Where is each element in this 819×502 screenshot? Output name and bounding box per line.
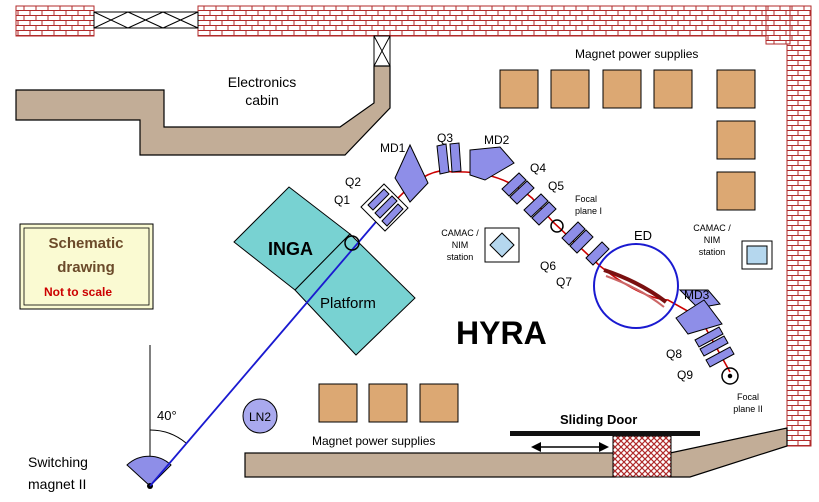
camac-stations [484, 227, 773, 270]
switching-magnet-label: magnet II [28, 476, 86, 492]
ln2-label: LN2 [249, 410, 271, 424]
electronics-cabin-label: Electronics [228, 74, 296, 90]
camac-left-label: NIM [452, 240, 469, 250]
magnet-ps-bottom-label: Magnet power supplies [312, 434, 435, 448]
switching-magnet [126, 345, 187, 489]
magnet-ps-top-label: Magnet power supplies [575, 47, 698, 61]
md1-label: MD1 [380, 141, 406, 155]
magnet-power-supplies-top [499, 69, 756, 211]
camac-right-label: CAMAC / [693, 223, 731, 233]
q1-label: Q1 [334, 193, 350, 207]
q4-label: Q4 [530, 161, 546, 175]
md2-label: MD2 [484, 133, 510, 147]
q6-label: Q6 [540, 259, 556, 273]
q3-label: Q3 [437, 131, 453, 145]
wall-openings [93, 11, 391, 67]
electrostatic-deflector [593, 243, 679, 329]
camac-right-label: station [699, 247, 726, 257]
q9-label: Q9 [677, 368, 693, 382]
schematic-title: drawing [57, 259, 115, 276]
camac-left-label: station [447, 252, 474, 262]
magnet-power-supplies-bottom [318, 383, 459, 423]
angle-label: 40° [157, 408, 177, 423]
focal-plane-1-label: Focal [575, 194, 597, 204]
ln2-dewar [242, 398, 278, 434]
inga-label: INGA [268, 239, 313, 259]
electronics-cabin-label: cabin [245, 92, 278, 108]
focal-markers [344, 219, 739, 385]
switching-magnet-label: Switching [28, 454, 88, 470]
focal-plane-1-label: plane I [575, 206, 602, 216]
camac-left-label: CAMAC / [441, 228, 479, 238]
md3-label: MD3 [684, 288, 710, 302]
q7-label: Q7 [556, 275, 572, 289]
sliding-door-label: Sliding Door [560, 412, 637, 427]
schematic-box [19, 223, 154, 310]
electronics-cabin-wall [15, 65, 391, 156]
inga-platform [233, 186, 416, 356]
building-walls [15, 5, 812, 447]
sliding-door [510, 431, 700, 452]
q8-label: Q8 [666, 347, 682, 361]
not-to-scale-label: Not to scale [44, 285, 112, 299]
bottom-concrete-wall [244, 427, 788, 478]
ed-label: ED [634, 228, 652, 243]
focal-plane-2-label: Focal [737, 392, 759, 402]
camac-right-label: NIM [704, 235, 721, 245]
hyra-label: HYRA [456, 315, 547, 351]
platform-label: Platform [320, 295, 376, 312]
magnet-elements [360, 142, 735, 368]
q5-label: Q5 [548, 179, 564, 193]
schematic-title: Schematic [48, 235, 123, 252]
q2-label: Q2 [345, 175, 361, 189]
focal-plane-2-label: plane II [733, 404, 763, 414]
